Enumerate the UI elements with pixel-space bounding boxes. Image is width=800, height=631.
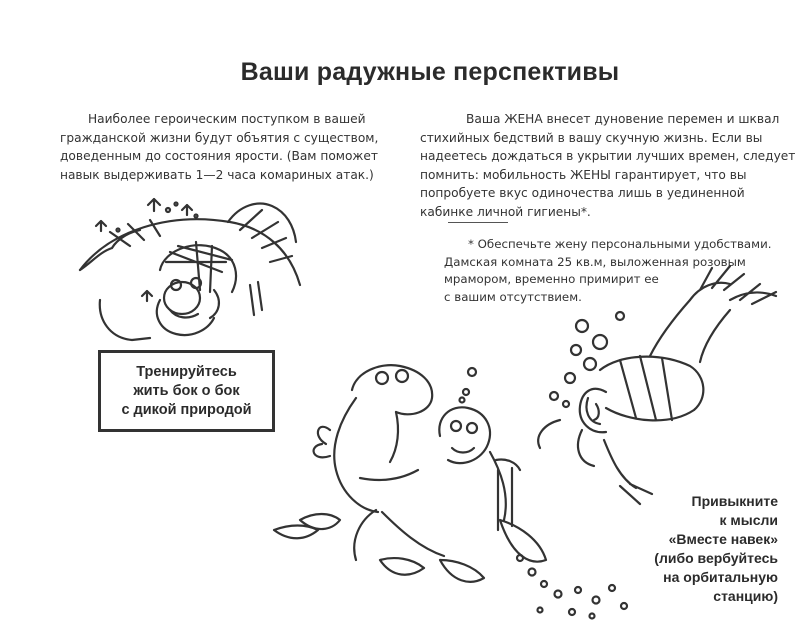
left-paragraph: Наиболее героическим поступком в вашей г… bbox=[60, 112, 379, 182]
footnote-line: Дамская комната 25 кв.м, выложенная розо… bbox=[444, 254, 746, 269]
callout-line: жить бок о бок bbox=[133, 382, 240, 399]
callout-line: с дикой природой bbox=[121, 401, 252, 418]
footnote: * Обеспечьте жену персональными удобства… bbox=[444, 236, 794, 306]
footnote-line: * Обеспечьте жену персональными удобства… bbox=[468, 237, 772, 251]
side-note-line: станцию) bbox=[713, 588, 778, 604]
footnote-divider bbox=[448, 222, 508, 223]
page-title: Ваши радужные перспективы bbox=[240, 58, 620, 86]
side-note-line: Привыкните bbox=[691, 493, 779, 509]
callout-box: Тренируйтесь жить бок о бок с дикой прир… bbox=[98, 350, 275, 432]
side-note: Привыкните к мысли «Вместе навек» (либо … bbox=[648, 492, 778, 606]
right-paragraph-line: попробуете вкус одиночества лишь в уедин… bbox=[420, 186, 745, 200]
side-note-line: «Вместе навек» bbox=[668, 531, 778, 547]
right-paragraph-line: кабинке личной гигиены*. bbox=[420, 204, 591, 219]
footnote-line: мрамором, временно примирит ее bbox=[444, 272, 659, 286]
right-paragraph-line: надеетесь дождаться в укрытии лучших вре… bbox=[420, 149, 796, 163]
footnote-line: с вашим отсутствием. bbox=[444, 289, 582, 304]
side-note-line: на орбитальную bbox=[663, 569, 778, 585]
callout-line: Тренируйтесь bbox=[136, 363, 237, 380]
bubbles-decoration bbox=[458, 310, 629, 620]
soldier-in-bushes-illustration bbox=[78, 197, 302, 342]
upside-down-diver-illustration bbox=[537, 264, 778, 506]
side-note-line: к мысли bbox=[719, 512, 779, 528]
frog-and-diver-illustration bbox=[272, 364, 548, 583]
right-paragraph-line: стихийных бедствий в вашу скучную жизнь.… bbox=[420, 130, 763, 145]
right-paragraph-line: Ваша ЖЕНА внесет дуновение перемен и шкв… bbox=[466, 112, 780, 126]
right-paragraph: Ваша ЖЕНА внесет дуновение перемен и шкв… bbox=[420, 110, 798, 221]
side-note-line: (либо вербуйтесь bbox=[654, 550, 778, 566]
right-paragraph-line: помнить: мобильность ЖЕНЫ гарантирует, ч… bbox=[420, 167, 747, 182]
